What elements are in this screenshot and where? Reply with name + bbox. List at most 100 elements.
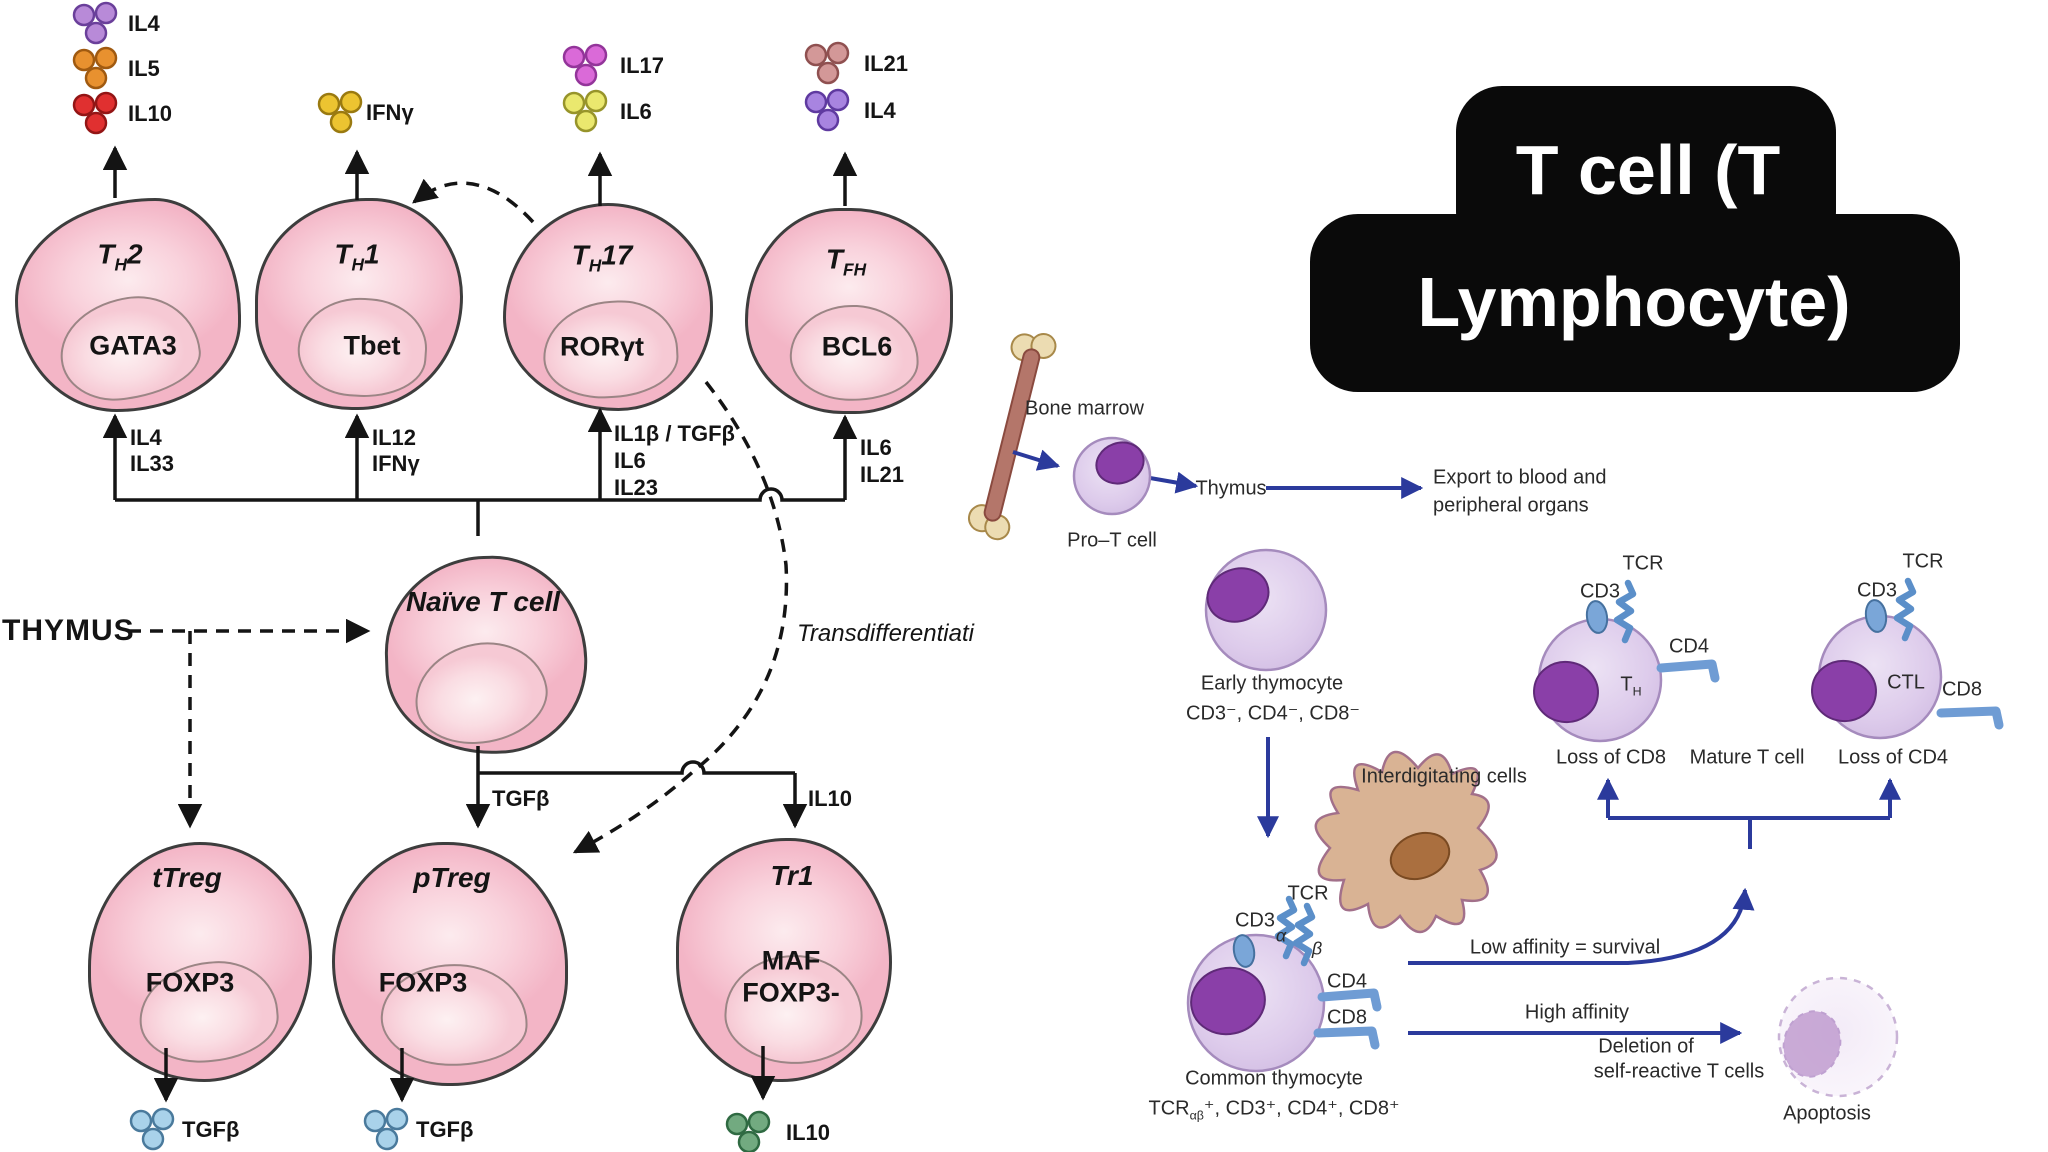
cell-label-th2: TH2 [97, 238, 143, 275]
ctl-inner-label: CTL [1887, 671, 1925, 694]
cd3-ovals [1232, 599, 1888, 968]
cytokine-label-il6: IL6 [620, 99, 652, 124]
cd3-label-common: CD3 [1234, 909, 1276, 932]
nucleus-ctl [1811, 659, 1877, 723]
arrow-low-affinity [1408, 887, 1755, 965]
input-th17-1: IL1β / TGFβ [614, 421, 735, 446]
cytokine-label-il17: IL17 [620, 53, 665, 78]
dots-il17 [562, 43, 608, 87]
cd4-label-th: CD4 [1668, 635, 1710, 658]
nucleus-common-thymocyte [1190, 966, 1266, 1036]
cd4-bar-th [1656, 659, 1720, 683]
cell-label-ptreg: pTreg [413, 862, 491, 893]
nucleus-pro-t [1095, 441, 1145, 485]
factor-gata3: GATA3 [89, 330, 177, 361]
branch-line [478, 760, 795, 775]
dots-il6 [562, 89, 608, 133]
cytokine-dot-groups [72, 1, 850, 1152]
dots-tgfb-ptreg [363, 1107, 409, 1151]
cell-label-tr1: Tr1 [770, 860, 814, 891]
cytokine-label-il5: IL5 [128, 56, 160, 81]
factor-maf: MAF [761, 945, 821, 976]
receptors [1274, 577, 1917, 967]
cd3-icon-ctl [1864, 599, 1888, 633]
interdigitating-label: Interdigitating cells [1361, 765, 1527, 788]
pro-t-label: Pro–T cell [1067, 529, 1157, 552]
thymus-node-label: Thymus [1195, 477, 1267, 500]
tcr-label-th: TCR [1622, 552, 1664, 575]
dots-il10-tr1 [725, 1110, 771, 1152]
cytokine-label-il4-tfh: IL4 [864, 98, 896, 123]
input-th2-1: IL4 [130, 425, 162, 450]
cytokine-label-tgfb-ttreg: TGFβ [182, 1117, 240, 1142]
loss-cd8-label: Loss of CD8 [1555, 746, 1667, 769]
dashed-arc-th17-th1 [412, 178, 535, 224]
deletion-label-1: Deletion of [1598, 1035, 1694, 1058]
dots-ifng [317, 90, 363, 134]
factor-foxp3neg: FOXP3- [742, 977, 840, 1008]
trunk-line [115, 487, 845, 502]
tcr-icon-common-beta [1292, 902, 1316, 967]
input-th17-3: IL23 [614, 475, 659, 500]
cell-th1 [255, 198, 463, 410]
dots-il21 [804, 41, 850, 85]
page-title-line2: Lymphocyte) [1417, 263, 1851, 341]
nucleus-apoptosis [1782, 1010, 1842, 1078]
tcr-label-common: TCR [1287, 882, 1329, 905]
transdifferentiation-label: Transdifferentiati [797, 620, 974, 647]
cell-label-th1: TH1 [334, 238, 380, 275]
cell-tr1 [676, 838, 892, 1082]
alpha-label: α [1275, 925, 1287, 946]
input-tfh-2: IL21 [860, 462, 905, 487]
nucleus-early-thymocyte [1206, 567, 1270, 623]
common-thymocyte-label: Common thymocyte [1185, 1067, 1363, 1090]
right-cells [1072, 436, 1943, 1098]
input-ptreg: TGFβ [492, 786, 550, 811]
dots-il4-tfh [804, 88, 850, 132]
thymus-label: THYMUS [2, 614, 135, 647]
cell-ttreg [88, 842, 312, 1082]
title-box-main [1310, 214, 1960, 392]
cell-label-th17: TH17 [571, 239, 633, 276]
apoptosis-label: Apoptosis [1783, 1102, 1871, 1125]
tcr-icon-th [1613, 579, 1637, 644]
cd3-icon-common [1232, 934, 1256, 968]
cell-label-tfh: TFH [825, 243, 867, 280]
factor-rorgt: RORγt [559, 331, 645, 362]
factor-tbet: Tbet [343, 330, 401, 361]
tcr-label-ctl: TCR [1902, 550, 1944, 573]
export-label-1: Export to blood and [1433, 466, 1607, 489]
cell-ptreg [332, 842, 568, 1086]
dots-il5 [72, 46, 118, 90]
loss-cd4-label: Loss of CD4 [1837, 746, 1949, 769]
cd8-bar-common [1313, 1026, 1380, 1050]
page-title-line1: T cell (T [1515, 131, 1781, 209]
early-thymocyte-label: Early thymocyte [1200, 672, 1344, 695]
cd4-bar-common [1317, 988, 1382, 1012]
cytokine-label-il4: IL4 [128, 11, 160, 36]
arrow-prot-thymus [1149, 471, 1199, 494]
deletion-label-2: self-reactive T cells [1593, 1060, 1765, 1083]
left-dashed-arrows [128, 178, 789, 854]
bone-icon [967, 332, 1057, 541]
cd3-label-ctl: CD3 [1856, 579, 1898, 602]
cd8-label-common: CD8 [1326, 1006, 1368, 1029]
input-th17-2: IL6 [614, 448, 646, 473]
cd3-label-th: CD3 [1579, 580, 1621, 603]
cell-label-ttreg: tTreg [152, 862, 222, 893]
coreceptor-bars [1313, 659, 2004, 1050]
cell-label-naive: Naïve T cell [405, 586, 561, 617]
input-th2-2: IL33 [130, 451, 175, 476]
dots-il10 [72, 91, 118, 135]
dots-tgfb-ttreg [129, 1107, 175, 1151]
cell-tfh [745, 208, 953, 414]
tcr-icon-ctl [1893, 577, 1917, 642]
cd8-bar-ctl [1936, 706, 2004, 730]
right-arrows [1012, 449, 1901, 1044]
cell-th2 [15, 198, 241, 412]
dots-il4 [72, 1, 118, 45]
left-arrows [102, 145, 858, 1103]
th-inner-label: TH [1620, 673, 1642, 699]
